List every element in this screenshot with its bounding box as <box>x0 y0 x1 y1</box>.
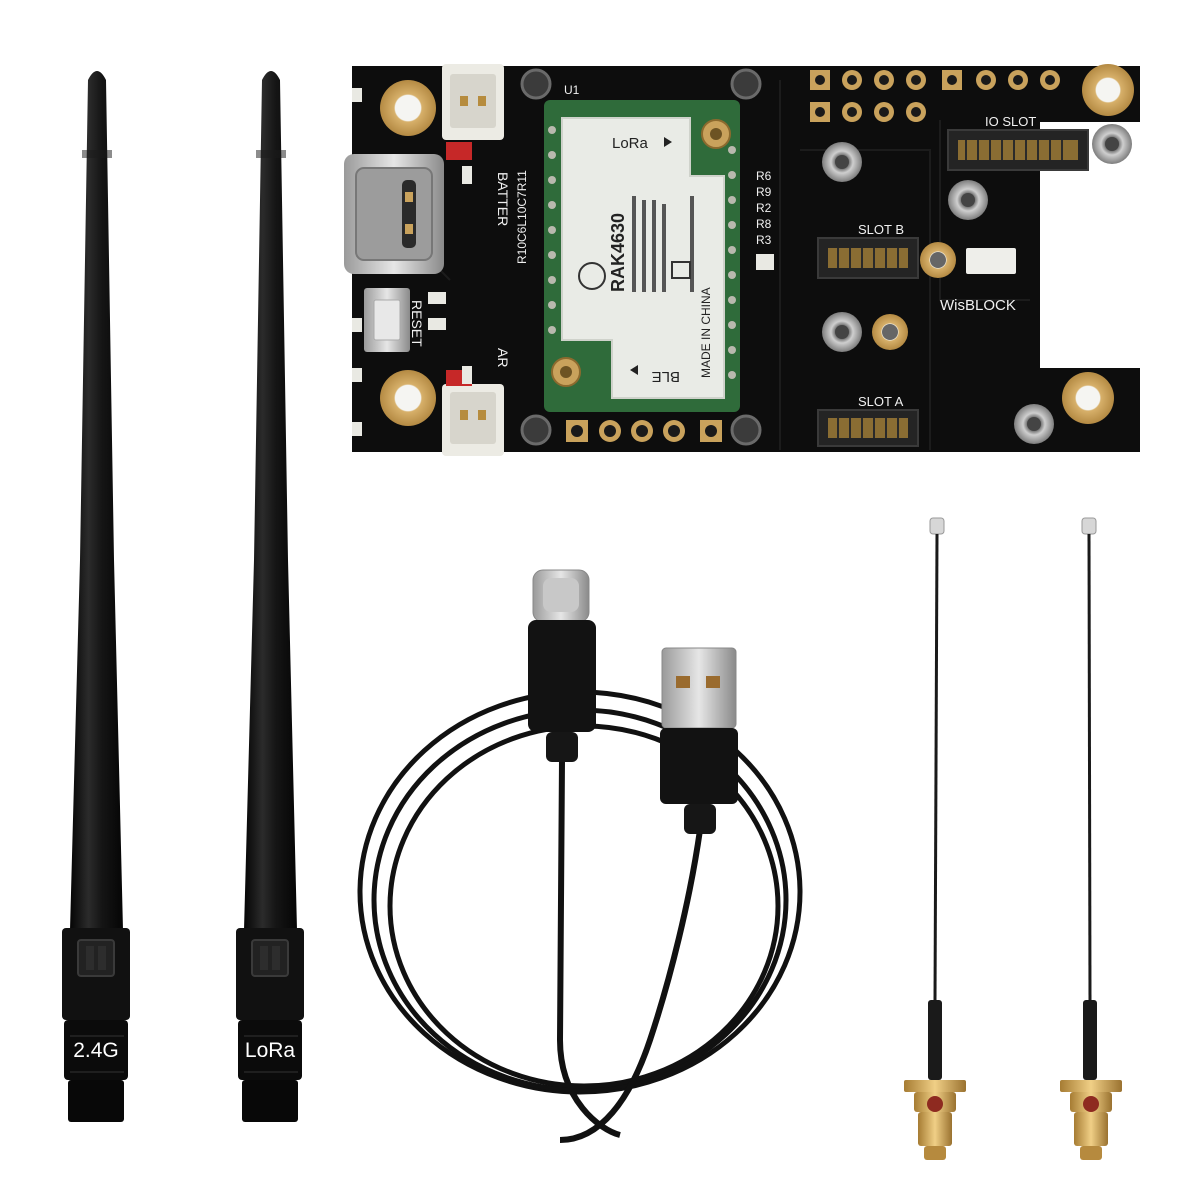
resistor-labels: R6 R9 R2 R8 R3 <box>756 169 772 247</box>
rak4630-module: LoRa RAK4630 MADE IN CHINA BLE <box>544 100 740 412</box>
top-pin-header <box>810 70 1060 122</box>
svg-text:R3: R3 <box>756 233 772 247</box>
wisblock-silkscreen: WisBLOCK <box>940 297 1016 314</box>
svg-text:R2: R2 <box>756 201 772 215</box>
resistor-silkscreen: R10C6L10C7R11 <box>515 170 529 264</box>
battery-silkscreen: BATTER <box>495 172 511 226</box>
antenna-label-2-4g: 2.4G <box>73 1039 119 1062</box>
usb-c-plug <box>528 569 596 762</box>
usb-c-port <box>344 154 444 274</box>
antenna-2-4g: 2.4G <box>62 71 130 1122</box>
ufl-pigtail-right <box>1060 517 1122 1160</box>
slot-b-connector: SLOT B <box>817 222 919 279</box>
solar-silkscreen: AR <box>495 348 511 367</box>
usb-a-plug <box>660 647 738 834</box>
antenna-lora: LoRa <box>236 71 304 1122</box>
svg-text:IO SLOT: IO SLOT <box>985 114 1036 129</box>
u1-silkscreen: U1 <box>564 83 580 97</box>
module-lora-label: LoRa <box>612 135 649 152</box>
standoff <box>822 124 1132 444</box>
slot-a-connector: SLOT A <box>817 394 919 447</box>
svg-text:SLOT B: SLOT B <box>858 222 904 237</box>
battery-connector <box>442 64 504 160</box>
svg-text:R9: R9 <box>756 185 772 199</box>
svg-text:R8: R8 <box>756 217 772 231</box>
small-connector <box>966 248 1016 274</box>
ufl-pigtail-left <box>904 517 966 1160</box>
module-name: RAK4630 <box>608 213 628 292</box>
bottom-pin-header <box>566 420 722 442</box>
io-slot-connector: IO SLOT <box>947 114 1089 171</box>
module-made-in: MADE IN CHINA <box>699 287 713 378</box>
antenna-label-lora: LoRa <box>245 1039 296 1062</box>
svg-text:SLOT A: SLOT A <box>858 394 904 409</box>
module-ble-label: BLE <box>652 368 680 385</box>
svg-text:R6: R6 <box>756 169 772 183</box>
module-screw <box>520 68 762 446</box>
pcb-board: BATTER RESET AR R10C6L10C7R11 U1 <box>344 64 1140 456</box>
reset-button <box>364 288 410 352</box>
reset-silkscreen: RESET <box>409 300 425 347</box>
